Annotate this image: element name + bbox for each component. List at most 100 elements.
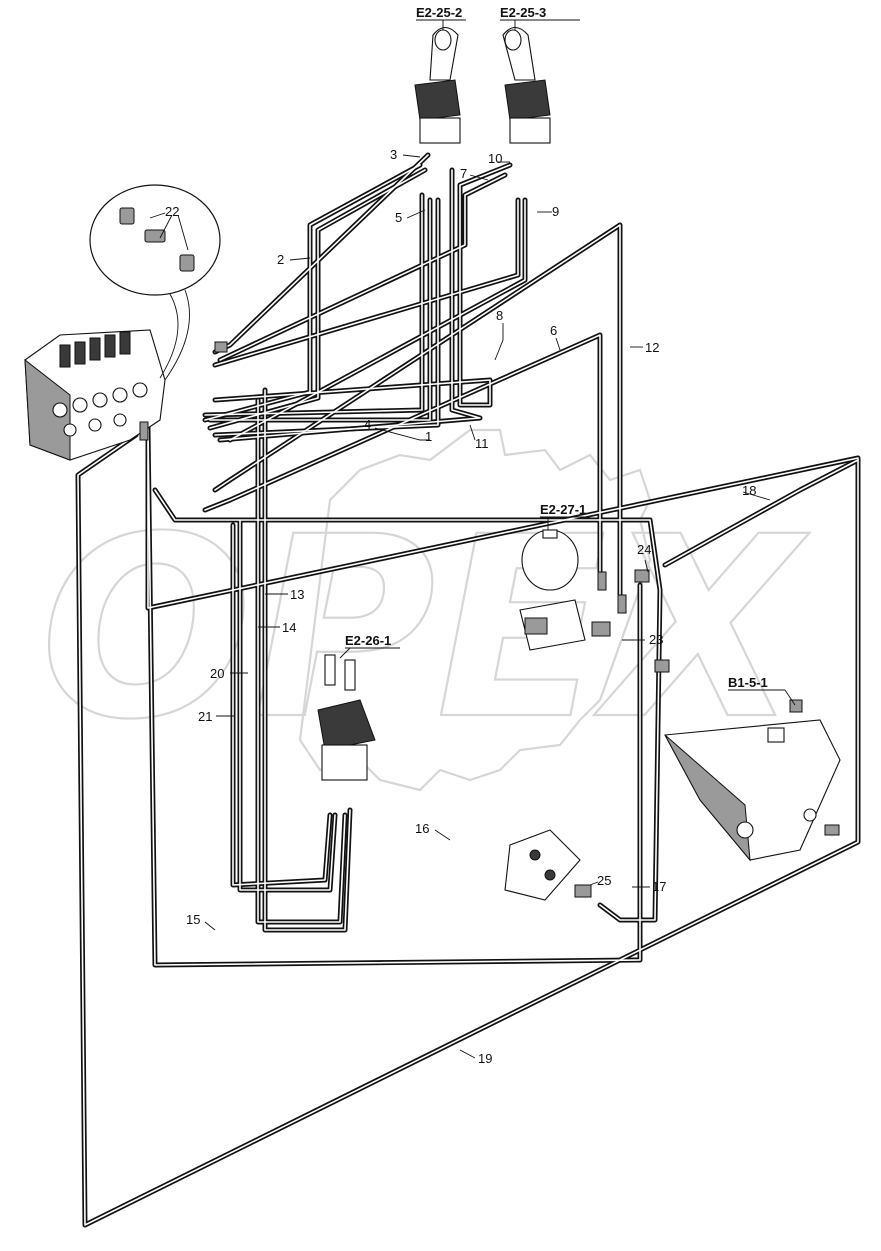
component-labels: E2-25-2 E2-25-3 E2-27-1 E2-26-1 B1-5-1: [345, 5, 768, 690]
hose-12-core: [214, 224, 621, 601]
leader-8: [494, 323, 504, 361]
leader-7: [469, 174, 489, 181]
tank-filler: [767, 727, 785, 743]
joystick-right-knob: [504, 29, 522, 51]
callout-11: 11: [475, 436, 489, 451]
hose-20-core: [239, 519, 336, 891]
leader-25: [589, 881, 599, 886]
valve-port: [63, 423, 77, 437]
joystick-right-boot: [504, 79, 551, 121]
leader-E2-25-3: [500, 19, 580, 30]
hose-3: [212, 152, 431, 355]
valve-section: [119, 331, 131, 355]
fitting-union: [179, 254, 195, 272]
control-valve-block: [24, 329, 166, 461]
valve-port: [132, 382, 148, 398]
pedal-valve-plunger: [324, 654, 336, 686]
callout-14: 14: [282, 620, 296, 635]
hose-10-core: [214, 164, 511, 406]
callout-4: 4: [364, 417, 371, 432]
fitting: [597, 571, 607, 591]
accumulator-sphere: [521, 529, 579, 591]
callout-5: 5: [395, 210, 402, 225]
leader-5: [406, 209, 426, 219]
hydraulic-tank: [664, 699, 841, 862]
callout-22: 22: [165, 204, 179, 219]
hose-8-core: [229, 199, 526, 441]
hose-7-core: [219, 174, 506, 361]
fitting-elbow: [144, 229, 166, 243]
label-E2-25-3: E2-25-3: [500, 5, 546, 20]
detail-bubble-tail: [159, 289, 190, 381]
pedal-valve: [317, 654, 376, 781]
callout-24: 24: [637, 542, 651, 557]
leader-18: [742, 491, 771, 501]
leader-24: [644, 559, 649, 573]
joystick-left-knob: [434, 29, 452, 51]
hose-2-core: [204, 164, 421, 421]
accumulator-cap: [542, 529, 558, 539]
label-E2-25-2: E2-25-2: [416, 5, 462, 20]
valve-sections: [52, 331, 148, 437]
priority-valve-body: [504, 829, 581, 901]
callout-7: 7: [460, 166, 467, 181]
tank-port: [803, 808, 817, 822]
hose-14-core: [257, 399, 346, 923]
watermark-gear: [298, 428, 652, 792]
hose-21-core: [232, 524, 331, 886]
joystick-right-base: [509, 117, 551, 144]
callout-12: 12: [645, 340, 659, 355]
tank-breather: [789, 699, 803, 713]
accumulator-solenoid: [524, 617, 548, 635]
hose-13-core: [264, 389, 351, 931]
valve-port: [112, 387, 128, 403]
hose-5: [202, 192, 425, 418]
fitting: [824, 824, 840, 836]
joystick-left-boot: [414, 79, 461, 121]
joystick-right: [502, 26, 551, 144]
callout-16: 16: [415, 821, 429, 836]
hose-1-core: [214, 199, 439, 436]
label-E2-27-1: E2-27-1: [540, 502, 586, 517]
hose-16-17-core: [154, 489, 661, 921]
tank-side: [664, 734, 751, 862]
callout-23: 23: [649, 632, 663, 647]
leader-B1-5-1: [728, 689, 796, 706]
callout-labels: 1 2 3 4 5 6 7 8 9 10 11 12 13 14 15 16 1…: [165, 147, 756, 1066]
callout-8: 8: [496, 308, 503, 323]
leader-2: [289, 257, 311, 261]
fitting-tee: [119, 207, 135, 225]
valve-section: [104, 334, 116, 358]
accumulator: [519, 529, 611, 651]
leader-3: [402, 154, 421, 158]
valve-port: [72, 397, 88, 413]
callout-6: 6: [550, 323, 557, 338]
leader-19: [459, 1049, 476, 1059]
priority-valve: [504, 829, 581, 901]
leader-E2-26-1: [339, 647, 400, 659]
hose-6-core: [204, 334, 601, 576]
priority-valve-port: [529, 849, 541, 861]
fitting-23: [591, 621, 611, 637]
hose-2: [202, 162, 423, 423]
leader-4: [374, 427, 430, 441]
fitting: [654, 659, 670, 673]
hose-5-core: [204, 194, 423, 416]
fitting-25: [574, 884, 592, 898]
fittings: [139, 341, 840, 898]
callout-19: 19: [478, 1051, 492, 1066]
callout-2: 2: [277, 252, 284, 267]
callout-15: 15: [186, 912, 200, 927]
leader-E2-27-1: [540, 516, 590, 530]
callout-18: 18: [742, 483, 756, 498]
tank-body: [664, 719, 841, 861]
leader-11: [469, 424, 476, 441]
valve-section: [89, 337, 101, 361]
accumulator-valve-body: [519, 599, 586, 651]
hose-9-core: [214, 199, 519, 366]
callout-3: 3: [390, 147, 397, 162]
label-E2-26-1: E2-26-1: [345, 633, 391, 648]
hose-group: [75, 152, 861, 1228]
leader-15: [204, 921, 216, 931]
